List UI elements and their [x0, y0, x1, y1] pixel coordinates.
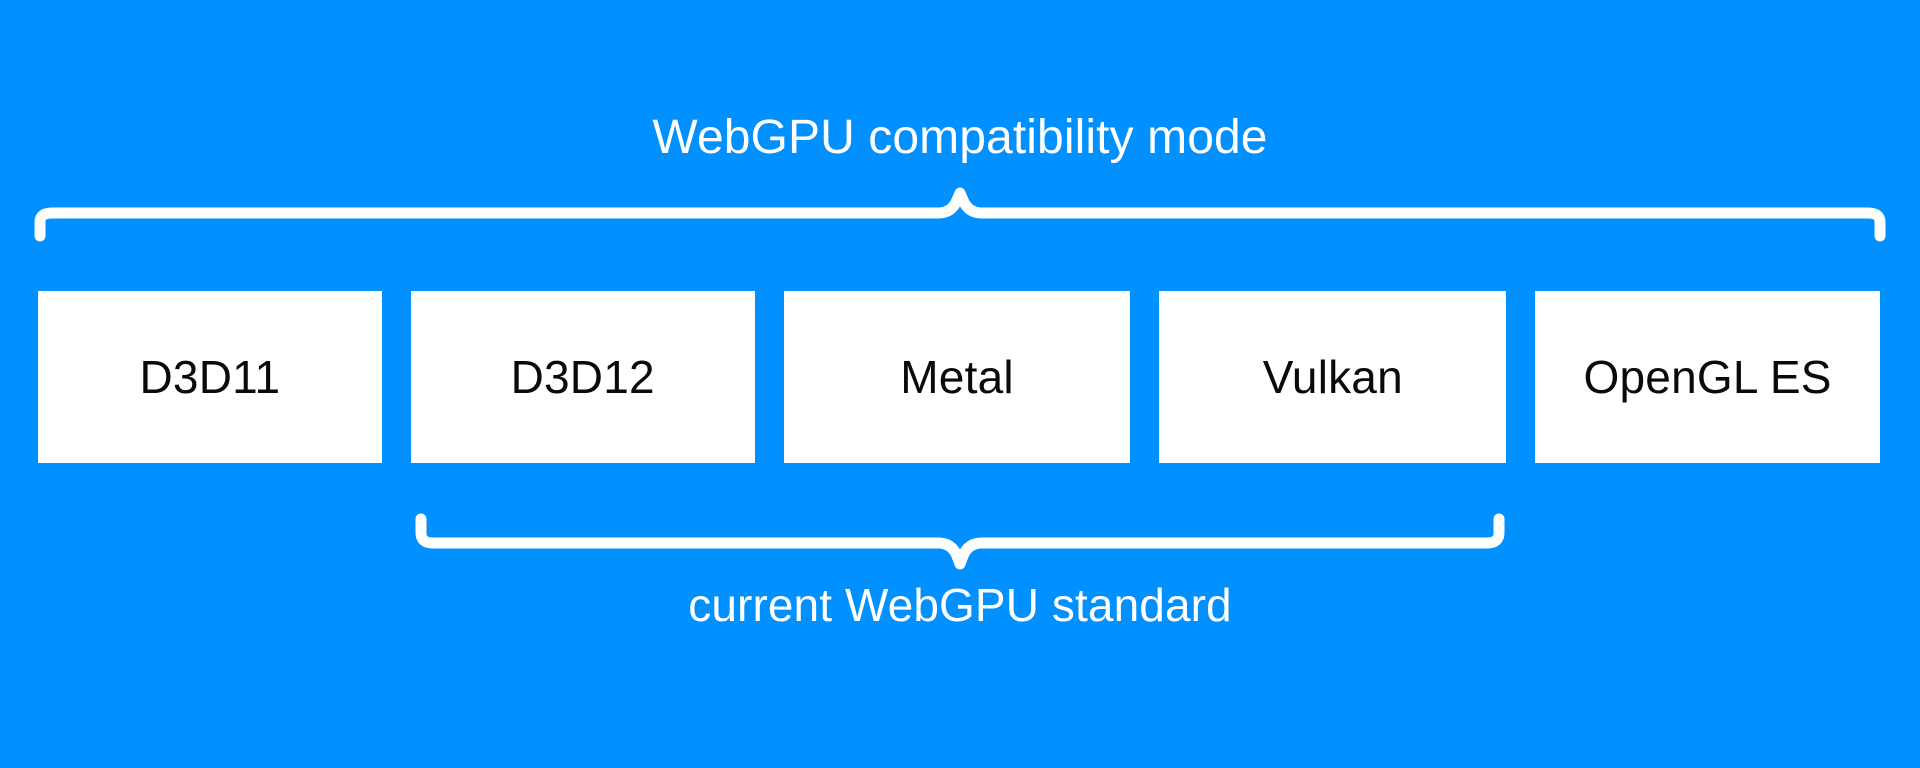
api-box-opengl-es[interactable]: OpenGL ES [1535, 291, 1881, 463]
api-box-label: D3D12 [510, 351, 655, 403]
api-box-vulkan[interactable]: Vulkan [1159, 291, 1507, 463]
api-box-label: Metal [900, 351, 1014, 403]
bottom-brace-label: current WebGPU standard [688, 579, 1232, 631]
api-box-row: D3D11 D3D12 Metal Vulkan OpenGL ES [38, 291, 1881, 463]
api-box-label: D3D11 [139, 351, 281, 403]
api-box-d3d11[interactable]: D3D11 [38, 291, 382, 463]
api-box-label: Vulkan [1262, 351, 1403, 403]
top-brace-label: WebGPU compatibility mode [652, 111, 1268, 164]
api-box-label: OpenGL ES [1583, 351, 1832, 403]
api-box-d3d12[interactable]: D3D12 [410, 291, 755, 463]
api-box-metal[interactable]: Metal [783, 291, 1131, 463]
